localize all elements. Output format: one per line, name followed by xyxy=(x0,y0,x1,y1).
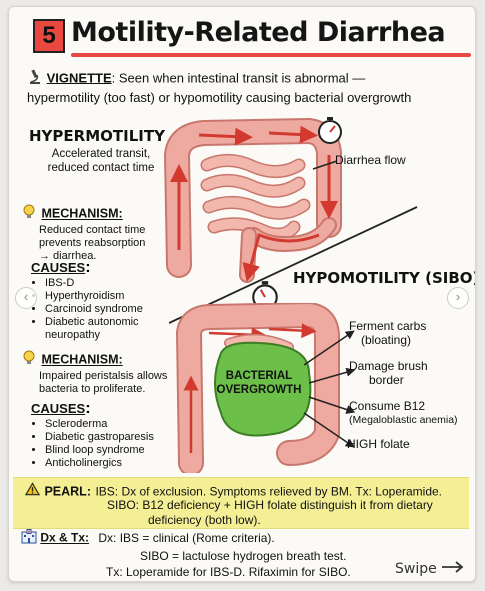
infographic-card: 5 Motility-Related Diarrhea VIGNETTE: Se… xyxy=(8,6,476,582)
hypomotility-intestine-illustration xyxy=(175,303,340,473)
dx-tx-section: Dx & Tx: Dx: IBS = clinical (Rome criter… xyxy=(21,529,461,580)
hypo-mechanism-label: MECHANISM xyxy=(41,352,119,367)
hypermotility-intestine-illustration xyxy=(163,117,342,283)
hyper-mech-line: Reduced contact time xyxy=(39,224,146,236)
vignette-label: VIGNETTE xyxy=(46,70,112,86)
dx-line3: Tx: Loperamide for IBS-D. Rifaximin for … xyxy=(106,565,351,579)
carousel-prev-button[interactable]: ‹ xyxy=(15,287,37,309)
effect-line: HIGH folate xyxy=(347,437,410,451)
title-block: 5 Motility-Related Diarrhea xyxy=(33,17,471,57)
hyper-mech-line: prevents reabsorption xyxy=(39,237,146,249)
overgrowth-line2: OVERGROWTH xyxy=(216,384,302,396)
effect-line: Damage brush xyxy=(349,359,428,373)
diagonal-divider xyxy=(169,206,418,324)
arrow-right-icon xyxy=(441,561,465,577)
hypo-mechanism-text: Impaired peristalsis allows bacteria to … xyxy=(21,370,191,396)
stopwatch-icon xyxy=(318,117,342,144)
microscope-icon xyxy=(27,69,43,89)
pearl-box: PEARL: IBS: Dx of exclusion. Symptoms re… xyxy=(13,477,469,529)
dx-line1: Dx: IBS = clinical (Rome criteria). xyxy=(98,530,275,545)
pearl-line2: SIBO: B12 deficiency + HIGH folate disti… xyxy=(107,498,433,512)
dx-line2: SIBO = lactulose hydrogen breath test. xyxy=(140,549,347,563)
hypomotility-heading: HYPOMOTILITY (SIBO) xyxy=(293,269,476,287)
colon: : xyxy=(118,352,123,367)
hyper-causes: CAUSES: IBS-D Hyperthyroidism Carcinoid … xyxy=(31,259,181,342)
vignette-line2: hypermotility (too fast) or hypomotility… xyxy=(27,90,412,105)
carousel-next-button[interactable]: › xyxy=(447,287,469,309)
hypo-mech-line: Impaired peristalsis allows xyxy=(39,370,168,382)
effect-ferment: Ferment carbs (bloating) xyxy=(349,319,426,347)
hyper-mechanism: MECHANISM: Reduced contact time prevents… xyxy=(21,203,171,263)
hyper-mechanism-text: Reduced contact time prevents reabsorpti… xyxy=(21,224,171,263)
list-item: Carcinoid syndrome xyxy=(45,303,181,316)
hospital-icon xyxy=(21,529,37,548)
slide-number: 5 xyxy=(33,19,65,53)
effect-line: (bloating) xyxy=(361,333,412,347)
pearl-line3: deficiency (both low). xyxy=(148,513,261,527)
warning-icon xyxy=(24,482,41,501)
list-item: Diabetic autonomic neuropathy xyxy=(45,316,181,342)
effect-line: Consume B12 xyxy=(349,399,426,413)
effect-folate: HIGH folate xyxy=(347,437,410,451)
hypo-mech-line: bacteria to proliferate. xyxy=(39,383,146,395)
pearl-line1: IBS: Dx of exclusion. Symptoms relieved … xyxy=(95,484,443,499)
hyper-sub2: reduced contact time xyxy=(47,162,155,174)
effect-arrows xyxy=(303,330,356,448)
hypermotility-heading: HYPERMOTILITY xyxy=(29,127,165,145)
lightbulb-icon xyxy=(21,203,37,224)
pearl-label: PEARL: xyxy=(44,484,91,499)
list-item: IBS-D xyxy=(45,277,181,290)
list-item: Scleroderma xyxy=(45,418,191,431)
chevron-left-icon: ‹ xyxy=(23,289,29,304)
effect-b12: Consume B12 (Megaloblastic anemia) xyxy=(349,399,458,427)
swipe-label: Swipe xyxy=(395,561,437,577)
chevron-right-icon: › xyxy=(455,289,461,304)
effect-brush-border: Damage brush border xyxy=(349,359,428,387)
lightbulb-icon xyxy=(21,349,37,370)
list-item: Hyperthyroidism xyxy=(45,290,181,303)
effect-line: border xyxy=(369,373,404,387)
title-underline xyxy=(71,53,471,57)
swipe-hint[interactable]: Swipe xyxy=(395,561,465,577)
hypermotility-subtitle: Accelerated transit, reduced contact tim… xyxy=(27,147,175,175)
vignette-line1: Seen when intestinal transit is abnormal… xyxy=(118,70,366,86)
effect-line: Ferment carbs xyxy=(349,319,427,333)
list-item: Anticholinergics xyxy=(45,457,191,470)
effect-line: (Megaloblastic anemia) xyxy=(349,414,458,426)
hyper-causes-list: IBS-D Hyperthyroidism Carcinoid syndrome… xyxy=(31,277,181,342)
hypo-mechanism: MECHANISM: Impaired peristalsis allows b… xyxy=(21,349,191,396)
dx-tx-label: Dx & Tx: xyxy=(40,530,90,545)
vignette: VIGNETTE: Seen when intestinal transit i… xyxy=(27,69,475,106)
bacterial-overgrowth-label: BACTERIAL OVERGROWTH xyxy=(214,369,304,397)
list-item: Diabetic gastroparesis xyxy=(45,431,191,444)
hyper-causes-label: CAUSES xyxy=(31,260,86,275)
hypo-causes-label: CAUSES xyxy=(31,401,86,416)
colon: : xyxy=(118,206,123,221)
page-title: Motility-Related Diarrhea xyxy=(71,17,446,48)
hypo-causes-list: Scleroderma Diabetic gastroparesis Blind… xyxy=(31,418,191,470)
hyper-sub1: Accelerated transit, xyxy=(51,148,151,160)
hyper-mech-line: → diarrhea. xyxy=(39,250,97,262)
hyper-mechanism-label: MECHANISM xyxy=(41,206,119,221)
diarrhea-flow-arrow xyxy=(312,160,338,170)
hypo-causes: CAUSES: Scleroderma Diabetic gastropares… xyxy=(31,400,191,470)
diarrhea-flow-label: Diarrhea flow xyxy=(335,153,406,167)
list-item: Blind loop syndrome xyxy=(45,444,191,457)
overgrowth-line1: BACTERIAL xyxy=(225,370,293,382)
